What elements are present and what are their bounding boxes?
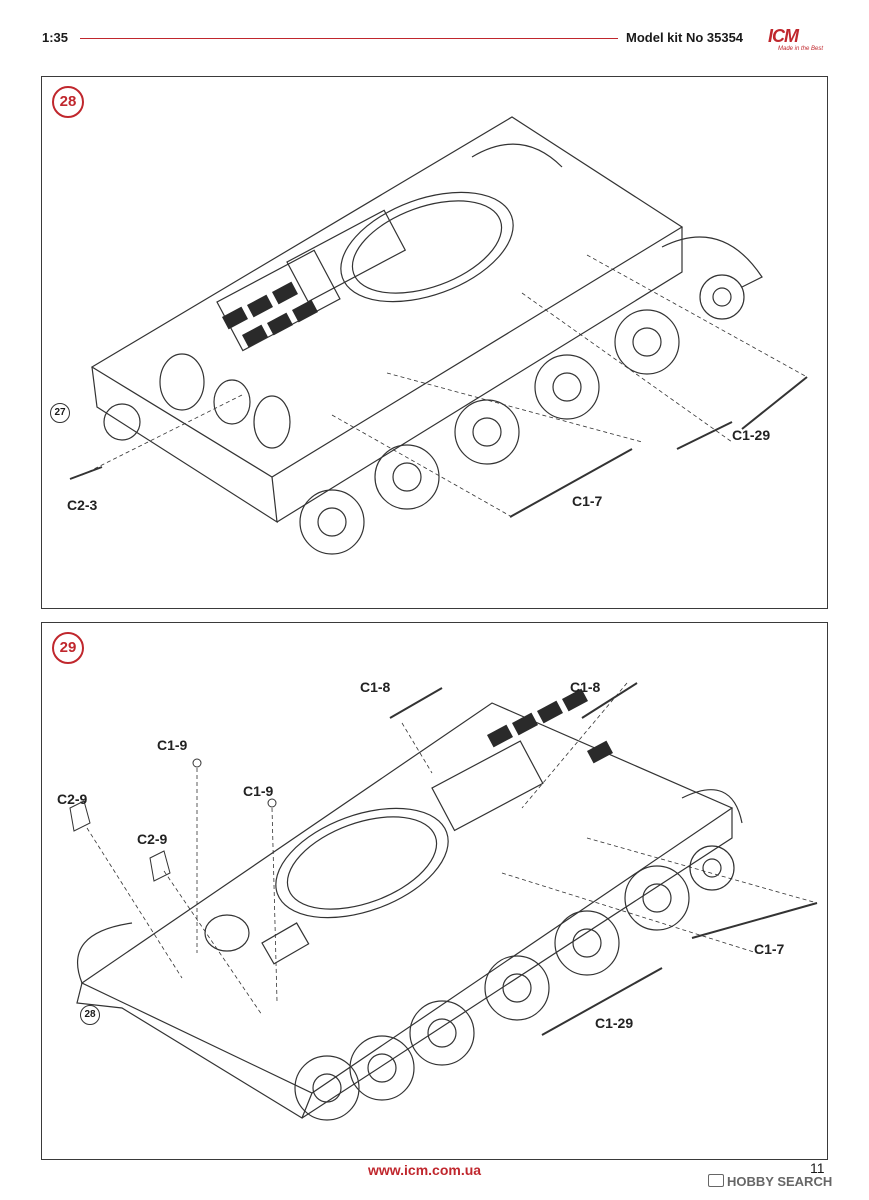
tank-drawing-step-28 [69, 116, 808, 555]
website-link[interactable]: www.icm.com.ua [368, 1162, 482, 1178]
logo-text: ICM [768, 26, 799, 46]
reference-step-badge: 27 [50, 403, 70, 423]
scale-label: 1:35 [42, 30, 69, 45]
part-label: C2-9 [137, 831, 168, 847]
page-header: 1:35 Model kit No 35354 ICM Made in the … [0, 22, 869, 52]
step-number-badge: 28 [52, 86, 84, 118]
step-29-panel: 29 28 C1-8 C1-8 C1-9 C2-9 C1-9 C2-9 C1-7… [41, 622, 828, 1160]
part-label: C2-9 [57, 791, 88, 807]
icm-logo: ICM Made in the Best [768, 26, 832, 54]
step-28-panel: 28 27 C2-3 C1-7 C1-29 [41, 76, 828, 609]
page-number: 11 [810, 1160, 825, 1176]
part-label: C2-3 [67, 497, 98, 513]
part-label: C1-29 [732, 427, 771, 443]
part-label: C1-29 [595, 1015, 634, 1031]
part-label: C1-9 [243, 783, 274, 799]
part-label: C1-8 [360, 679, 391, 695]
header-rule [80, 38, 618, 39]
part-label: C1-9 [157, 737, 188, 753]
part-label: C1-7 [754, 941, 785, 957]
part-label: C1-8 [570, 679, 601, 695]
step-number-badge: 29 [52, 632, 84, 664]
watermark-text: HOBBY SEARCH [727, 1174, 833, 1189]
reference-step-badge: 28 [80, 1005, 100, 1025]
part-label: C1-7 [572, 493, 603, 509]
logo-tagline: Made in the Best [778, 46, 824, 52]
hobby-search-watermark: HOBBY SEARCH [708, 1174, 832, 1189]
tank-drawing-step-29 [69, 682, 818, 1121]
kit-title: Model kit No 35354 [626, 30, 744, 45]
hobby-search-icon [708, 1174, 724, 1187]
